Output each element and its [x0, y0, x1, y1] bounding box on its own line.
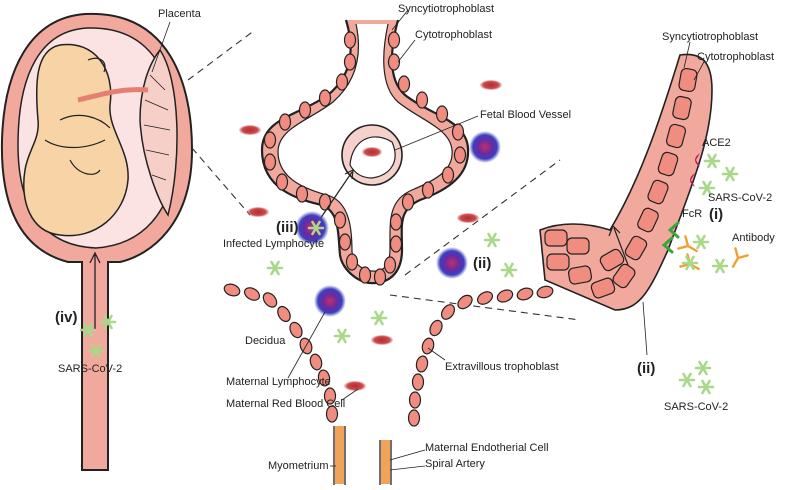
decidua-cells-right — [407, 284, 555, 427]
cyto-mid-label: Cytotrophoblast — [415, 29, 492, 41]
zoom-line-top — [187, 29, 256, 81]
maternal-rbc-label: Maternal Red Blood Cell — [226, 398, 345, 410]
cyto-transfer-arrow — [608, 224, 629, 266]
virus-icon — [370, 310, 388, 326]
cervix-arrow — [89, 251, 101, 330]
maternal-lymphocyte-leader — [287, 311, 326, 379]
virus-icon — [692, 234, 710, 250]
decidua-label: Decidua — [245, 335, 286, 347]
spiral-artery — [381, 440, 390, 484]
maternal-rbc — [480, 80, 502, 90]
fetal-blood-vessel — [341, 124, 403, 186]
myometrium-label: Myometrium — [268, 460, 329, 472]
maternal-rbc — [457, 213, 479, 223]
spiral-artery — [335, 426, 344, 484]
sarscov2-right-label: SARS-CoV-2 — [708, 192, 772, 204]
maternal-lymphocyte — [314, 285, 346, 317]
transfer-arrow-iii — [317, 168, 354, 223]
maternal-rbc-leader — [341, 388, 359, 401]
maternal-rbc — [239, 125, 261, 135]
virus-icon — [703, 153, 721, 169]
maternal-lymphocyte-label: Maternal Lymphocyte — [226, 376, 331, 388]
cyto-right-label: Cytotrophoblast — [697, 51, 774, 63]
infected-lymphocyte-label: Infected Lymphocyte — [223, 238, 324, 250]
fetus-limbs — [44, 57, 111, 175]
decidua — [222, 281, 555, 485]
syncytio-mid-leader — [391, 9, 409, 31]
virus-icon — [333, 328, 351, 344]
cyto-right-leader — [693, 59, 706, 81]
virus-icon — [694, 360, 712, 376]
route-ii-right-leader — [642, 301, 648, 356]
zoom-line-right-top — [404, 159, 561, 276]
route-i-label: (i) — [709, 206, 723, 223]
spiral-artery-leader — [389, 465, 426, 471]
antibody-icon — [725, 247, 749, 272]
maternal-lymphocyte — [436, 247, 468, 279]
uterus-panel — [0, 12, 194, 471]
zoom-line-right-bottom — [389, 294, 581, 321]
fetal-vessel-label: Fetal Blood Vessel — [480, 109, 571, 121]
intervillous-space — [239, 80, 518, 391]
route-ii-right-label: (ii) — [637, 360, 655, 377]
syncytio-right-leader — [683, 41, 691, 69]
ace2-label: ACE2 — [702, 137, 731, 149]
endothelial-leader — [389, 449, 426, 461]
virus-icon — [711, 258, 729, 274]
maternal-lymphocyte — [469, 131, 501, 163]
spiral-artery-label: Spiral Artery — [425, 458, 485, 470]
fetal-vessel-leader — [394, 115, 479, 151]
route-ii-mid-label: (ii) — [473, 255, 491, 272]
spiral-artery-wall — [333, 426, 392, 485]
route-iv-label: (iv) — [55, 309, 78, 326]
umbilical-cord — [77, 87, 149, 103]
antibody-label: Antibody — [732, 232, 775, 244]
extravillous-label: Extravillous trophoblast — [445, 361, 559, 373]
sarscov2-bottom-label: SARS-CoV-2 — [664, 401, 728, 413]
cyto-mid-leader — [397, 39, 416, 63]
virus-icon — [721, 166, 739, 182]
virus-icon — [678, 372, 696, 388]
virus-icon — [266, 260, 284, 276]
maternal-rbc — [344, 381, 366, 391]
syncytio-right-label: Syncytiotrophoblast — [662, 31, 758, 43]
virus-icon — [500, 262, 518, 278]
maternal-rbc — [247, 207, 269, 217]
syncytio-mid-label: Syncytiotrophoblast — [398, 3, 494, 15]
extravillous-leader — [427, 347, 446, 361]
placenta-label: Placenta — [158, 8, 202, 20]
placenta-villi — [143, 74, 171, 181]
fcr-label: FcR — [682, 208, 702, 220]
maternal-rbc — [371, 335, 393, 345]
sarscov2-left-label: SARS-CoV-2 — [58, 363, 122, 375]
placenta-leader — [151, 21, 171, 73]
virus-icon — [483, 232, 501, 248]
zoom-line-bottom — [191, 147, 251, 216]
endothelial-label: Maternal Endotherial Cell — [425, 442, 549, 454]
villous-tree — [260, 19, 470, 286]
virus-icon — [697, 379, 715, 395]
route-iii-label: (iii) — [276, 219, 299, 236]
trophoblast-closeup — [539, 53, 749, 395]
